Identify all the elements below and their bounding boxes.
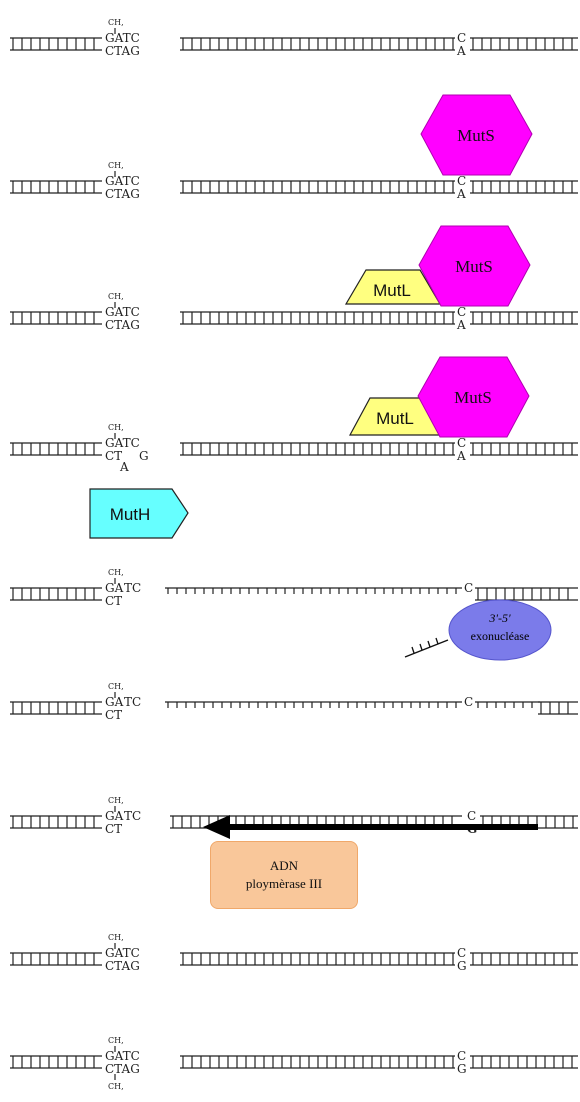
nick-a: A	[119, 460, 129, 474]
methyl-label: CH,	[108, 161, 124, 170]
nick-g: G	[139, 449, 149, 463]
mismatch-bottom: G	[457, 1062, 467, 1076]
gatc-site-bottom: CTAG	[105, 187, 140, 201]
methyl-label: CH,	[108, 423, 124, 432]
gatc-site-top: GATC	[105, 436, 140, 450]
mismatch-top: C	[457, 946, 466, 960]
methyl-label: CH,	[108, 1036, 124, 1045]
methyl-label: CH,	[108, 933, 124, 942]
mismatch-bottom: A	[456, 187, 466, 201]
mutl-label: MutL	[376, 409, 414, 428]
methyl-label: CH,	[108, 292, 124, 301]
mismatch-top: C	[457, 31, 466, 45]
exonuclease-line-2: exonucléase	[471, 629, 530, 643]
gatc-site-bottom: CT	[105, 449, 122, 463]
site-top-tc: TC	[124, 581, 141, 595]
gatc-site-bottom: CTAG	[105, 1062, 140, 1076]
methyl-label: CH,	[108, 682, 124, 691]
muth-label: MutH	[110, 505, 151, 524]
muts-label: MutS	[454, 388, 492, 407]
gatc-site-bottom: CTAG	[105, 44, 140, 58]
mutl-label: MutL	[373, 281, 411, 300]
mismatch-top: C	[467, 809, 476, 823]
mismatch-top: C	[464, 581, 473, 595]
polymerase-line-2: ploymèrase III	[245, 876, 323, 891]
gatc-site-top: GATC	[105, 31, 140, 45]
mutl-protein-2: MutL	[348, 397, 442, 436]
gatc-site-top: GATC	[105, 174, 140, 188]
mismatch-top: C	[457, 174, 466, 188]
methyl-label: CH,	[108, 18, 124, 27]
gatc-site-top: GATC	[105, 946, 140, 960]
methyl-label: CH,	[108, 568, 124, 577]
site-top-ga: GA	[105, 809, 124, 823]
mismatch-bottom: A	[456, 44, 466, 58]
methyl-label: CH,	[108, 1082, 124, 1091]
muts-protein-2: MutS	[418, 225, 531, 307]
dna-polymerase-iii: ADN ploymèrase III	[210, 841, 358, 909]
mismatch-top: C	[457, 1049, 466, 1063]
dna-strands: GATCCTAGCH,CAGATCCTAGCH,CAGATCCTAGCH,CAG…	[10, 18, 578, 1091]
site-bottom-ct: CT	[105, 708, 122, 722]
mutl-protein-1: MutL	[344, 269, 442, 305]
mismatch-bottom: A	[456, 449, 466, 463]
site-bottom-ct: CT	[105, 594, 122, 608]
gatc-site-top: GATC	[105, 305, 140, 319]
mismatch-top: C	[457, 436, 466, 450]
site-bottom-ct: CT	[105, 822, 122, 836]
muts-label: MutS	[455, 257, 493, 276]
mismatch-top: C	[464, 695, 473, 709]
gatc-site-top: GATC	[105, 1049, 140, 1063]
site-top-tc: TC	[124, 695, 141, 709]
methyl-label: CH,	[108, 796, 124, 805]
polymerase-line-1: ADN	[269, 858, 299, 873]
exonuclease-line-1: 3'-5'	[488, 611, 511, 625]
muts-protein-1: MutS	[420, 94, 533, 176]
muts-protein-3: MutS	[417, 356, 530, 438]
site-top-ga: GA	[105, 581, 124, 595]
gatc-site-bottom: CTAG	[105, 318, 140, 332]
gatc-site-bottom: CTAG	[105, 959, 140, 973]
mismatch-bottom: G	[457, 959, 467, 973]
mismatch-bottom: A	[456, 318, 466, 332]
site-top-ga: GA	[105, 695, 124, 709]
synthesis-arrow	[203, 815, 538, 839]
exonuclease: 3'-5' exonucléase	[404, 599, 552, 661]
muth-protein: MutH	[89, 488, 189, 539]
muts-label: MutS	[457, 126, 495, 145]
mismatch-top: C	[457, 305, 466, 319]
site-top-tc: TC	[124, 809, 141, 823]
